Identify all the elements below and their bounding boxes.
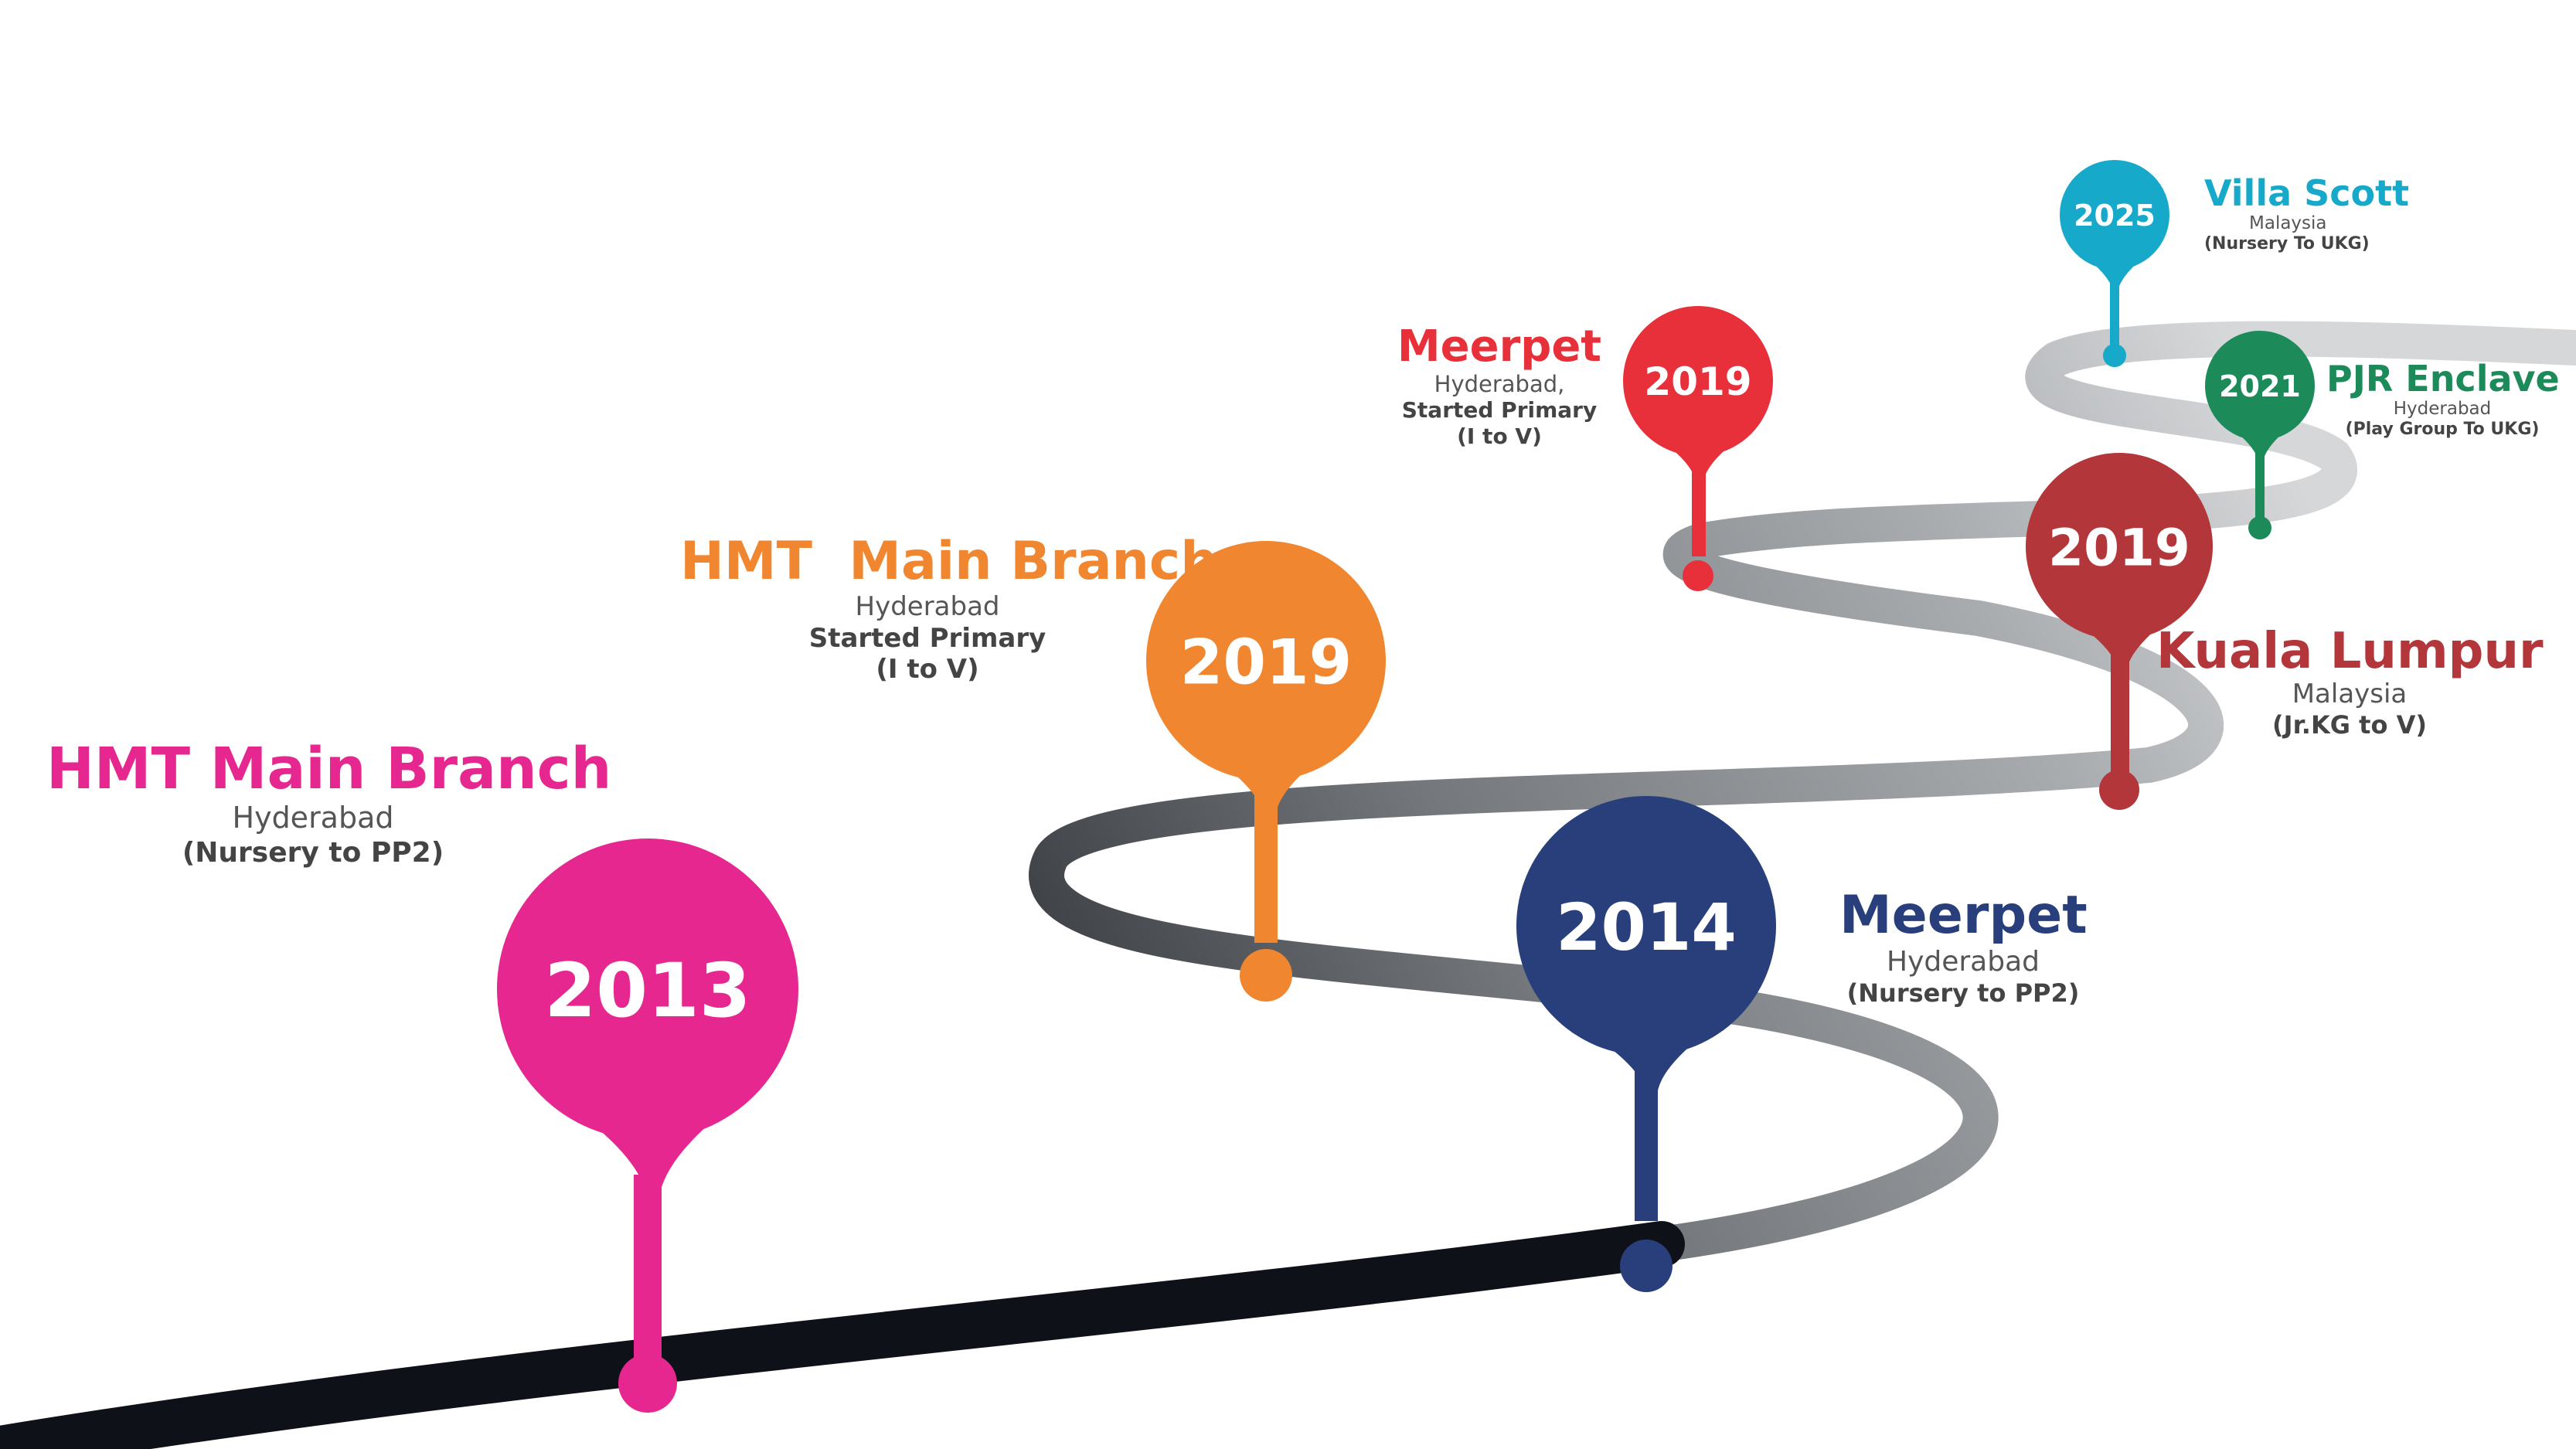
pin-2025-shaft bbox=[2110, 270, 2119, 348]
label-2019c: Kuala Lumpur Malaysia (Jr.KG to V) bbox=[2156, 623, 2544, 740]
label-2019b-detail1: Started Primary bbox=[1401, 397, 1598, 423]
label-2013-title: HMT Main Branch bbox=[46, 736, 612, 802]
pin-2019b-head bbox=[1623, 306, 1773, 456]
pin-2019a-year: 2019 bbox=[1180, 627, 1353, 699]
pin-2021: 2021 bbox=[2205, 331, 2315, 539]
label-2021: PJR Enclave Hyderabad (Play Group To UKG… bbox=[2326, 358, 2560, 440]
label-2019c-title: Kuala Lumpur bbox=[2156, 623, 2544, 680]
pin-2019c: 2019 bbox=[2026, 453, 2213, 810]
label-2025: Villa Scott Malaysia (Nursery To UKG) bbox=[2204, 174, 2436, 255]
pin-2025: 2025 bbox=[2060, 160, 2169, 367]
pin-2019b: 2019 bbox=[1623, 306, 1773, 591]
pin-2021-shaft bbox=[2255, 440, 2265, 518]
pin-2014-shaft bbox=[1635, 1051, 1658, 1221]
pin-2025-year: 2025 bbox=[2074, 199, 2156, 233]
label-2019a: HMT Main Branch Hyderabad Started Primar… bbox=[680, 531, 1218, 685]
pin-2013: 2013 bbox=[497, 838, 798, 1413]
pin-2013-head bbox=[497, 838, 798, 1140]
label-2019b: Meerpet Hyderabad, Started Primary (I to… bbox=[1383, 323, 1615, 450]
pin-2014-head bbox=[1516, 796, 1776, 1056]
label-2021-title: PJR Enclave bbox=[2326, 358, 2560, 400]
pin-2019a: 2019 bbox=[1146, 541, 1386, 1002]
label-2019c-location: Malaysia bbox=[2292, 679, 2408, 710]
pin-2019a-shaft bbox=[1254, 773, 1278, 943]
label-2014-location: Hyderabad bbox=[1887, 945, 2040, 978]
label-2019b-detail2: (I to V) bbox=[1457, 423, 1542, 449]
pin-2025-tip bbox=[2103, 344, 2126, 367]
label-2014: Meerpet Hyderabad (Nursery to PP2) bbox=[1839, 885, 2088, 1008]
pin-2014: 2014 bbox=[1516, 796, 1776, 1292]
pin-2021-year: 2021 bbox=[2219, 369, 2301, 403]
pin-2013-shaft bbox=[634, 1175, 662, 1360]
label-2013: HMT Main Branch Hyderabad (Nursery to PP… bbox=[46, 736, 612, 869]
pin-2014-tip bbox=[1620, 1240, 1673, 1292]
pin-2019c-head bbox=[2026, 453, 2213, 640]
pin-2019b-shaft bbox=[1692, 456, 1706, 556]
label-2014-detail: (Nursery to PP2) bbox=[1846, 978, 2080, 1008]
label-2025-detail: (Nursery To UKG) bbox=[2204, 234, 2370, 254]
pin-2019a-tip bbox=[1240, 949, 1292, 1002]
label-2013-detail: (Nursery to PP2) bbox=[182, 836, 444, 869]
pin-2014-year: 2014 bbox=[1556, 889, 1737, 965]
pin-2021-head bbox=[2205, 331, 2315, 440]
label-2019c-detail: (Jr.KG to V) bbox=[2272, 710, 2427, 740]
road-path bbox=[0, 321, 2576, 1449]
label-2021-detail: (Play Group To UKG) bbox=[2345, 420, 2540, 440]
pin-2019c-tip bbox=[2099, 770, 2139, 810]
label-2019a-location: Hyderabad bbox=[855, 590, 1000, 622]
label-2019a-detail2: (I to V) bbox=[876, 654, 979, 685]
label-2019b-title: Meerpet bbox=[1397, 321, 1602, 372]
label-2019b-location: Hyderabad, bbox=[1434, 370, 1565, 397]
road-path-overlay bbox=[0, 1221, 1685, 1449]
label-2025-title: Villa Scott bbox=[2204, 172, 2410, 214]
pin-2019a-head bbox=[1146, 541, 1386, 781]
pin-2013-tip bbox=[618, 1354, 677, 1413]
label-2013-location: Hyderabad bbox=[232, 801, 394, 835]
label-2019a-title: HMT Main Branch bbox=[680, 531, 1218, 592]
label-2021-location: Hyderabad bbox=[2393, 398, 2492, 419]
pin-2019b-tip bbox=[1683, 560, 1713, 591]
pin-2021-tip bbox=[2248, 516, 2271, 539]
pin-2019b-year: 2019 bbox=[1644, 359, 1751, 404]
pin-2013-year: 2013 bbox=[544, 947, 750, 1034]
label-2014-title: Meerpet bbox=[1839, 885, 2088, 946]
label-2025-location: Malaysia bbox=[2249, 213, 2327, 233]
pin-2019c-year: 2019 bbox=[2048, 519, 2190, 578]
pin-2019c-shaft bbox=[2111, 641, 2129, 773]
pin-2025-head bbox=[2060, 160, 2169, 270]
label-2019a-detail1: Started Primary bbox=[808, 622, 1046, 654]
